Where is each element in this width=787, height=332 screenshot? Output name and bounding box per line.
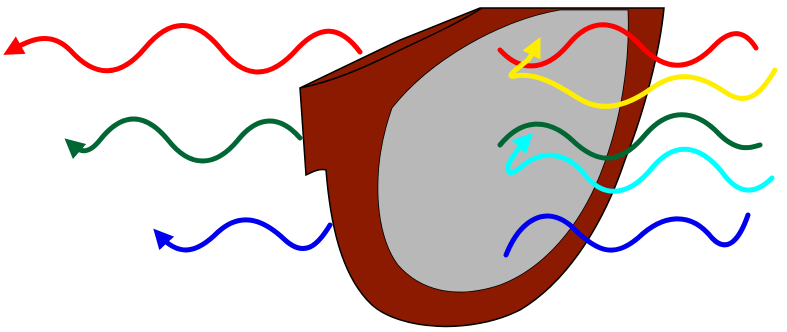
blue-wave-left xyxy=(160,220,330,250)
red-wave-left xyxy=(12,26,360,73)
green-wave-left xyxy=(72,119,300,161)
sunglasses-lens-icon xyxy=(300,8,664,326)
